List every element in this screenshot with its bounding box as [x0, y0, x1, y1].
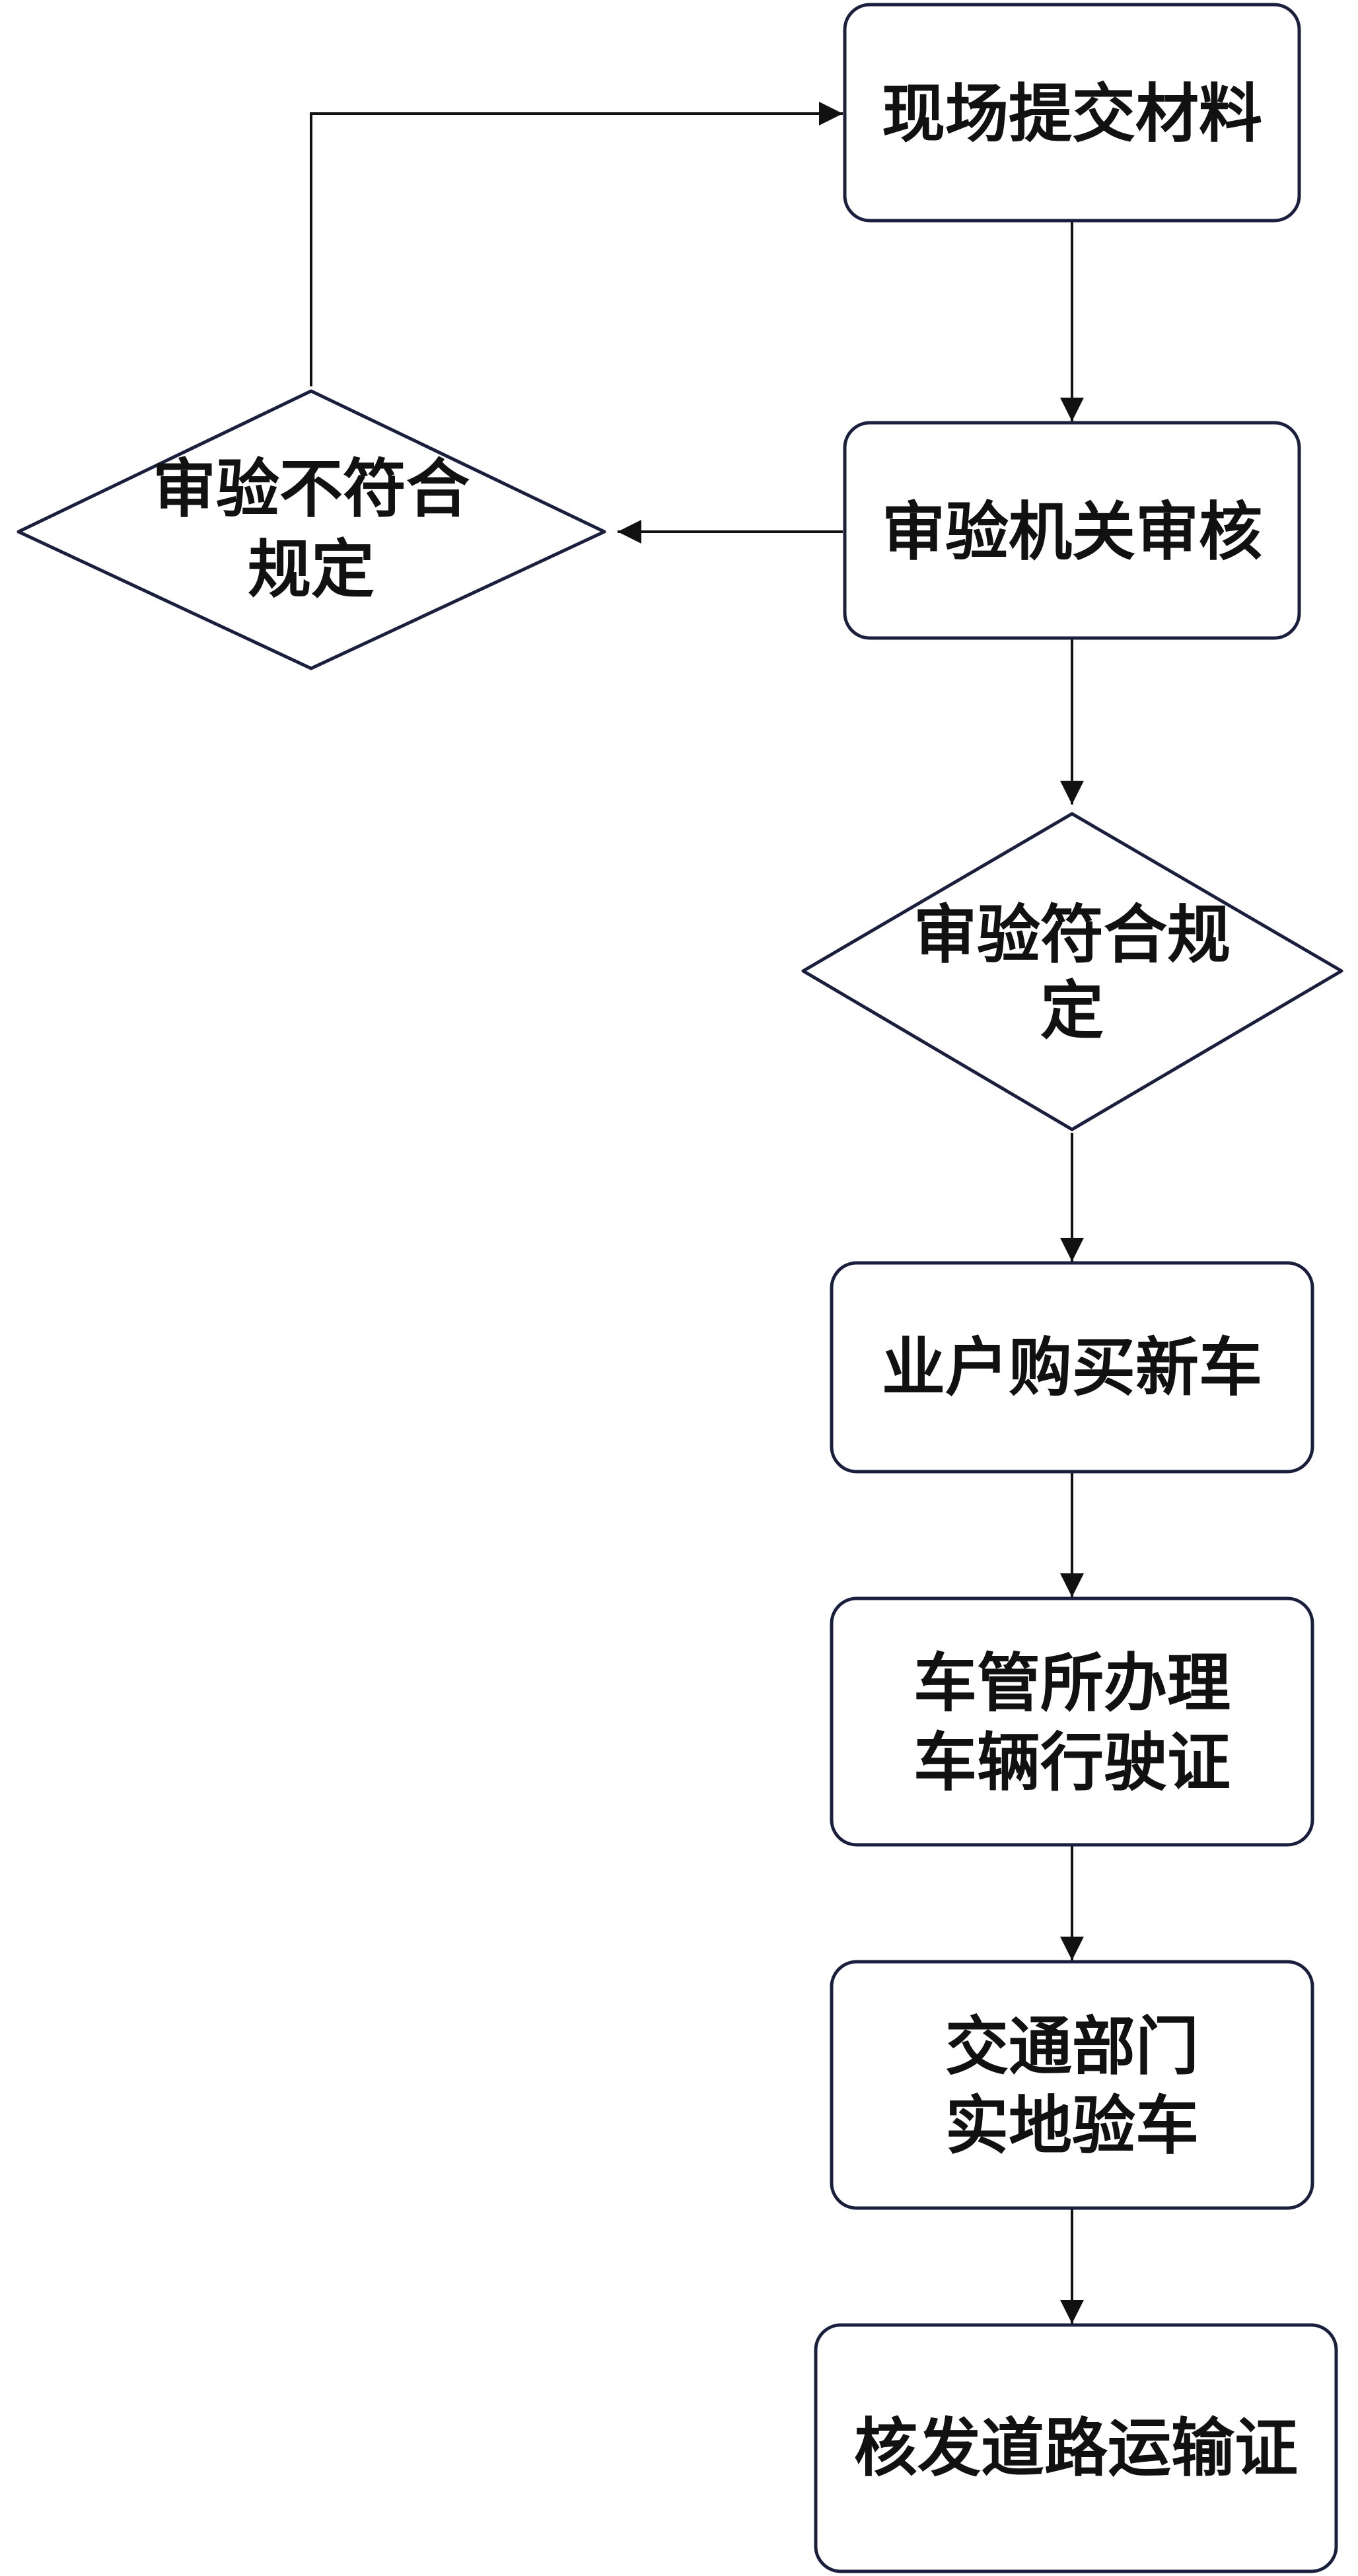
node-submit-materials: 现场提交材料 — [843, 3, 1301, 223]
node-issue-permit-label: 核发道路运输证 — [854, 2411, 1298, 2486]
edge-not-compliant-to-submit — [310, 102, 843, 386]
node-authority-review-label: 审验机关审核 — [882, 495, 1262, 569]
node-field-inspection: 交通部门 实地验车 — [830, 1960, 1314, 2210]
node-field-inspection-line1: 交通部门 — [945, 2009, 1199, 2084]
decision-compliant-line1: 审验符合规 — [913, 898, 1231, 972]
decision-compliant: 审验符合规 定 — [801, 812, 1343, 1131]
decision-not-compliant: 审验不符合 规定 — [17, 389, 606, 670]
decision-not-compliant-line1: 审验不符合 — [153, 452, 470, 526]
node-buy-new-car: 业户购买新车 — [830, 1261, 1314, 1474]
node-field-inspection-line2: 实地验车 — [945, 2089, 1199, 2163]
node-vehicle-license-line1: 车管所办理 — [913, 1646, 1231, 1721]
node-submit-materials-label: 现场提交材料 — [882, 77, 1262, 151]
node-issue-permit: 核发道路运输证 — [814, 2323, 1338, 2573]
node-vehicle-license-line2: 车辆行驶证 — [913, 1725, 1231, 1800]
decision-not-compliant-line2: 规定 — [248, 532, 375, 607]
node-vehicle-license: 车管所办理 车辆行驶证 — [830, 1596, 1314, 1847]
node-authority-review: 审验机关审核 — [843, 421, 1301, 640]
node-buy-new-car-label: 业户购买新车 — [882, 1330, 1262, 1405]
decision-compliant-line2: 定 — [1040, 974, 1104, 1048]
edges — [310, 102, 1084, 2324]
